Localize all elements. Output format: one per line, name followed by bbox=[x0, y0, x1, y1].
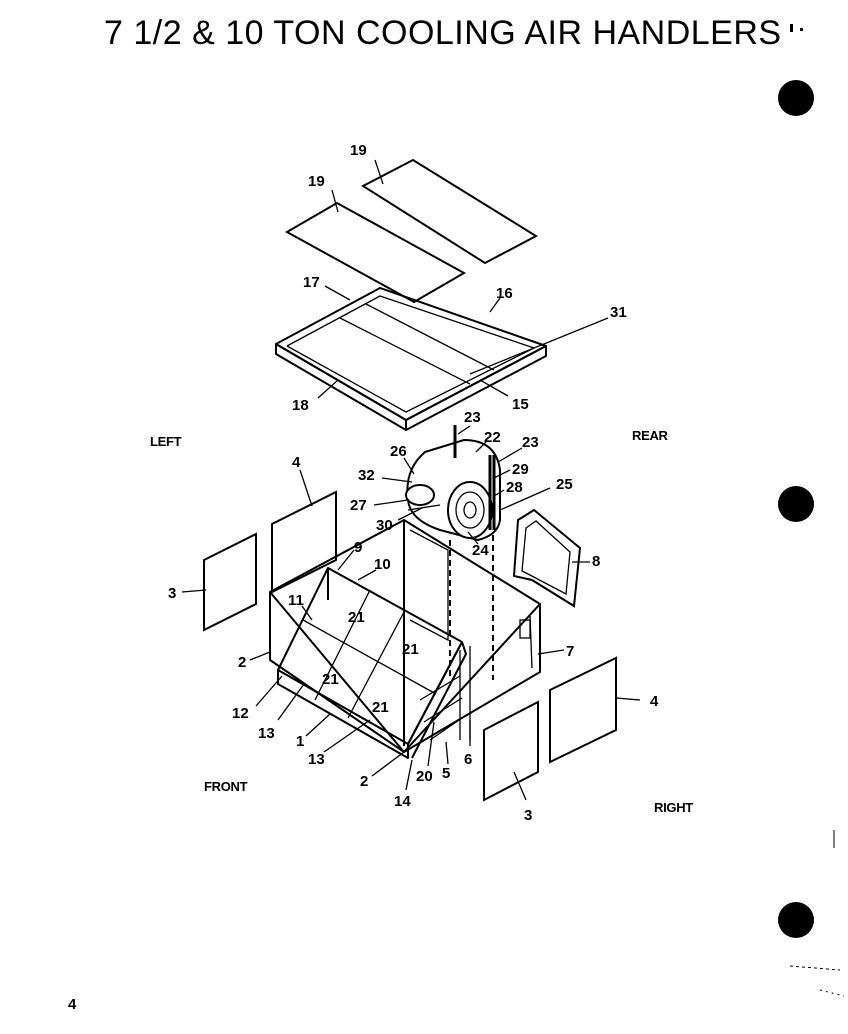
view-label-rear: REAR bbox=[632, 428, 668, 443]
callout-13: 13 bbox=[258, 725, 275, 742]
callout-28: 28 bbox=[506, 479, 523, 496]
callout-5: 5 bbox=[442, 765, 450, 782]
callout-30: 30 bbox=[376, 517, 393, 534]
callout-1: 1 bbox=[296, 733, 304, 750]
callout-4: 4 bbox=[650, 693, 659, 710]
callout-2: 2 bbox=[360, 773, 368, 790]
leader-lines bbox=[181, 159, 641, 801]
callout-7: 7 bbox=[566, 643, 574, 660]
top-frame-assembly bbox=[275, 287, 547, 431]
right-side-panel-4 bbox=[549, 656, 617, 764]
page-number: 4 bbox=[68, 996, 77, 1013]
callout-32: 32 bbox=[358, 467, 375, 484]
left-side-panel-4 bbox=[271, 490, 337, 594]
page-title: 7 1/2 & 10 TON COOLING AIR HANDLERS bbox=[104, 14, 782, 52]
callout-23: 23 bbox=[464, 409, 481, 426]
callout-16: 16 bbox=[496, 285, 513, 302]
callout-21: 21 bbox=[402, 641, 419, 658]
right-access-panel-3 bbox=[483, 700, 539, 802]
callout-23: 23 bbox=[522, 434, 539, 451]
binder-hole bbox=[778, 486, 814, 522]
callout-15: 15 bbox=[512, 396, 529, 413]
callout-6: 6 bbox=[464, 751, 472, 768]
callout-22: 22 bbox=[484, 429, 501, 446]
callout-17: 17 bbox=[303, 274, 320, 291]
callout-13: 13 bbox=[308, 751, 325, 768]
callout-11: 11 bbox=[288, 592, 304, 609]
cabinet-base bbox=[269, 519, 541, 753]
callout-25: 25 bbox=[556, 476, 573, 493]
callout-10: 10 bbox=[374, 556, 391, 573]
callout-2: 2 bbox=[238, 654, 246, 671]
callout-4: 4 bbox=[292, 454, 301, 471]
callout-3: 3 bbox=[168, 585, 176, 602]
view-label-front: FRONT bbox=[204, 779, 248, 794]
callout-12: 12 bbox=[232, 705, 249, 722]
callout-29: 29 bbox=[512, 461, 529, 478]
callout-19: 19 bbox=[308, 173, 325, 190]
view-label-right: RIGHT bbox=[654, 800, 693, 815]
callout-8: 8 bbox=[592, 553, 600, 570]
rear-filter-panel-8 bbox=[512, 508, 582, 608]
callout-31: 31 bbox=[610, 304, 627, 321]
callout-14: 14 bbox=[394, 793, 411, 810]
callout-19: 19 bbox=[350, 142, 367, 159]
binder-hole bbox=[778, 80, 814, 116]
callout-20: 20 bbox=[416, 768, 433, 785]
top-panel-19-front bbox=[284, 201, 467, 304]
callout-9: 9 bbox=[354, 539, 362, 556]
left-access-panel-3 bbox=[203, 532, 257, 632]
callout-21: 21 bbox=[348, 609, 365, 626]
callout-27: 27 bbox=[350, 497, 367, 514]
binder-hole bbox=[778, 902, 814, 938]
callout-numbers: 19 19 17 16 31 18 15 23 22 23 26 32 29 2… bbox=[168, 142, 659, 824]
callout-24: 24 bbox=[472, 542, 489, 559]
callout-18: 18 bbox=[292, 397, 309, 414]
callout-26: 26 bbox=[390, 443, 407, 460]
top-panel-19-rear bbox=[360, 158, 539, 265]
callout-21: 21 bbox=[372, 699, 389, 716]
blower-assembly bbox=[405, 425, 501, 541]
callout-21: 21 bbox=[322, 671, 339, 688]
callout-3: 3 bbox=[524, 807, 532, 824]
coil-assembly bbox=[277, 567, 467, 759]
view-label-left: LEFT bbox=[150, 434, 182, 449]
